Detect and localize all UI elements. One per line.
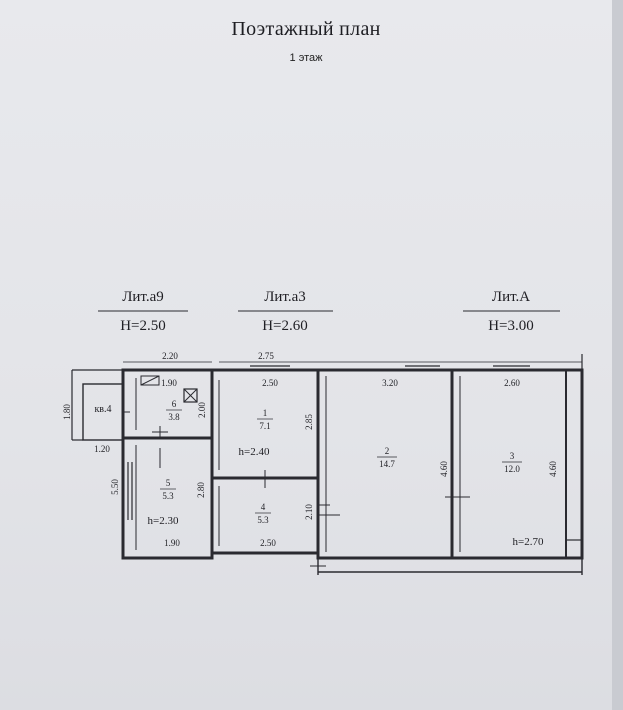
- stair-symbol: [140, 375, 160, 386]
- boiler-symbol: [183, 388, 198, 403]
- dim-room2-width: 3.20: [382, 378, 398, 388]
- boiler-cross-b: [183, 388, 198, 403]
- room-3-number: 3: [510, 451, 515, 461]
- room-4-number: 4: [261, 502, 266, 512]
- ceiling-height-a3: h=2.40: [239, 446, 270, 458]
- dim-room3-width: 2.60: [504, 378, 520, 388]
- page-edge: [612, 0, 623, 710]
- dim-room6-width: 1.90: [161, 378, 177, 388]
- lit-a3-label: Лит.а3: [264, 289, 306, 305]
- dim-room4-depth: 2.10: [304, 504, 314, 520]
- dim-a9-top: 2.20: [162, 351, 178, 361]
- porch-label: кв.4: [94, 404, 111, 415]
- room-1-number: 1: [263, 408, 268, 418]
- dim-room5-width: 1.90: [164, 538, 180, 548]
- dim-a3-top: 2.75: [258, 351, 274, 361]
- lit-A-walls: [316, 368, 584, 560]
- dim-room1-width: 2.50: [262, 378, 278, 388]
- room-6-area: 3.8: [168, 412, 180, 422]
- room-5-number: 5: [166, 478, 171, 488]
- room-6-number: 6: [172, 399, 177, 409]
- dim-room2-height: 4.60: [439, 461, 449, 477]
- lit-a3-height: Н=2.60: [262, 318, 308, 334]
- room-1-area: 7.1: [259, 421, 270, 431]
- ceiling-height-main: h=2.70: [513, 536, 544, 548]
- lit-a9-label: Лит.а9: [122, 289, 164, 305]
- ceiling-height-a9: h=2.30: [148, 515, 179, 527]
- lit-a3-walls: [210, 368, 320, 555]
- room-2-number: 2: [385, 446, 390, 456]
- dim-room1-height: 2.85: [304, 414, 314, 430]
- page-title: Поэтажный план: [231, 18, 381, 40]
- dim-porch-width: 1.20: [94, 444, 110, 454]
- dim-room4-height: 2.80: [196, 482, 206, 498]
- floor-subtitle: 1 этаж: [289, 52, 323, 64]
- dim-room4-width: 2.50: [260, 538, 276, 548]
- dim-porch-height: 1.80: [62, 404, 72, 420]
- room-2-area: 14.7: [379, 459, 395, 469]
- room-5-area: 5.3: [162, 491, 174, 501]
- room-3-area: 12.0: [504, 464, 520, 474]
- dim-room6-height: 2.00: [197, 402, 207, 418]
- room-4-area: 5.3: [257, 515, 269, 525]
- lit-A-label: Лит.А: [492, 289, 530, 305]
- lit-A-height: Н=3.00: [488, 318, 534, 334]
- lit-a9-height: Н=2.50: [120, 318, 166, 334]
- dim-room5-height: 5.50: [110, 479, 120, 495]
- dim-room3-height: 4.60: [548, 461, 558, 477]
- stair-diagonal: [140, 375, 160, 386]
